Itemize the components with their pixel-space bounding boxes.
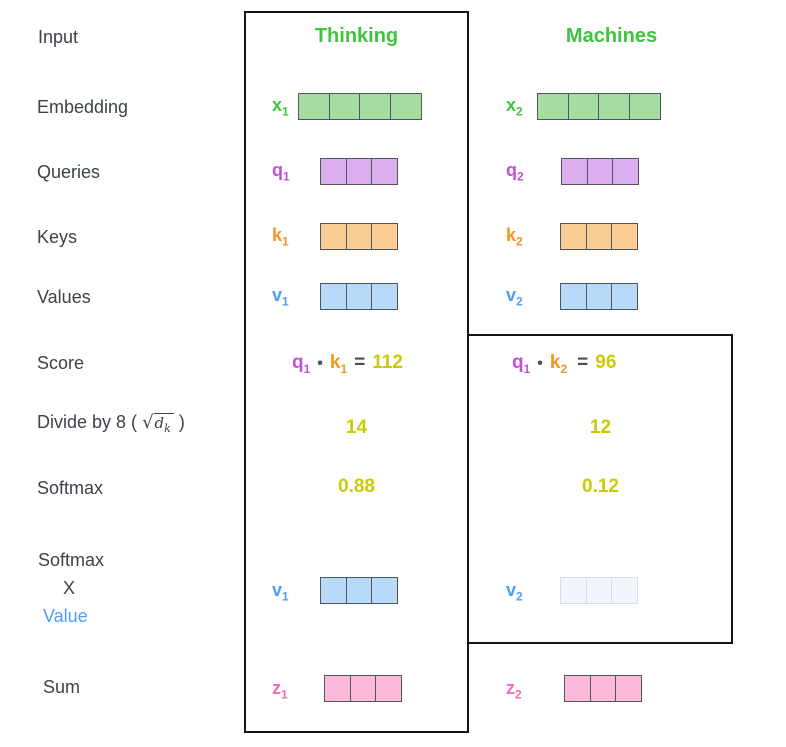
vector-cell (359, 93, 391, 120)
vector-cell (349, 675, 377, 702)
vector-cell (345, 283, 373, 310)
weighted-v1-label: v1 (272, 580, 289, 604)
q2-query-vector (561, 158, 639, 185)
vector-cell (320, 283, 347, 310)
divide-result-2: 12 (589, 417, 612, 438)
k2-label: k2 (506, 225, 523, 249)
weighted-v2-vector-faded (560, 577, 638, 604)
score2-q-term: q1 (512, 352, 531, 376)
z1-sum-vector (324, 675, 402, 702)
vector-cell (298, 93, 330, 120)
vector-cell (371, 223, 398, 250)
vector-cell (560, 577, 587, 604)
row-label-input: Input (38, 27, 79, 47)
score2-equals: = (577, 352, 589, 373)
q2-label: q2 (506, 160, 524, 184)
softmax-result-1: 0.88 (338, 476, 375, 497)
k1-key-vector (320, 223, 398, 250)
z2-sum-vector (564, 675, 642, 702)
vector-cell (328, 93, 361, 120)
vector-cell (537, 93, 569, 120)
column-header-thinking: Thinking (314, 25, 399, 47)
score2-result: 96 (595, 352, 617, 373)
vector-cell (586, 158, 614, 185)
x1-label: x1 (272, 95, 289, 119)
v2-value-vector (560, 283, 638, 310)
row-label-queries: Queries (37, 162, 101, 182)
weighted-v1-vector (320, 577, 398, 604)
vector-cell (371, 577, 398, 604)
z1-label: z1 (272, 678, 288, 702)
row-label-values: Values (37, 287, 91, 307)
vector-cell (371, 158, 398, 185)
divide-result-1: 14 (345, 417, 368, 438)
x2-embedding-vector (537, 93, 661, 120)
vector-cell (320, 223, 347, 250)
vector-cell (371, 283, 398, 310)
vector-cell (320, 158, 347, 185)
row-label-sum: Sum (43, 677, 81, 697)
softmax-result-2: 0.12 (582, 476, 619, 497)
vector-cell (560, 283, 587, 310)
vector-cell (389, 93, 422, 120)
score1-k-term: k1 (329, 352, 348, 376)
k2-key-vector (560, 223, 638, 250)
v2-label: v2 (506, 285, 523, 309)
v1-label: v1 (272, 285, 289, 309)
score-equation-2: q1 • k2 = 96 (512, 352, 616, 376)
vector-cell (598, 93, 630, 120)
vector-cell (585, 223, 613, 250)
score-section-outline-box (467, 334, 733, 644)
vector-cell (611, 223, 638, 250)
row-label-softmax: Softmax (37, 478, 104, 498)
dot-product-icon: • (537, 355, 543, 372)
score1-q-term: q1 (292, 352, 311, 376)
row-label-divide-by-8: Divide by 8 ( √dk ) (37, 412, 185, 435)
vector-cell (628, 93, 661, 120)
q1-label: q1 (272, 160, 290, 184)
vector-cell (611, 283, 638, 310)
vector-cell (615, 675, 642, 702)
dot-product-icon: • (317, 355, 323, 372)
vector-cell (589, 675, 617, 702)
vector-cell (564, 675, 591, 702)
vector-cell (612, 158, 639, 185)
row-label-softmax-x-value-line2: X (63, 578, 76, 598)
vector-cell (375, 675, 402, 702)
z2-label: z2 (506, 678, 522, 702)
vector-cell (324, 675, 351, 702)
radicand-subscript-k: k (164, 422, 171, 435)
row-label-score: Score (37, 353, 85, 373)
row-label-embedding: Embedding (37, 97, 129, 117)
vector-cell (345, 577, 373, 604)
v1-value-vector (320, 283, 398, 310)
score1-equals: = (354, 352, 366, 373)
vector-cell (345, 158, 373, 185)
radical-sign: √ (142, 412, 154, 433)
row-label-softmax-x-value-line1: Softmax (38, 550, 105, 570)
vector-cell (345, 223, 373, 250)
k1-label: k1 (272, 225, 289, 249)
column-header-machines: Machines (565, 25, 658, 47)
vector-cell (585, 577, 613, 604)
score1-result: 112 (372, 352, 403, 373)
vector-cell (567, 93, 600, 120)
q1-query-vector (320, 158, 398, 185)
vector-cell (585, 283, 613, 310)
weighted-v2-label: v2 (506, 580, 523, 604)
x1-embedding-vector (298, 93, 422, 120)
vector-cell (560, 223, 587, 250)
x2-label: x2 (506, 95, 523, 119)
sqrt-dk-formula: √dk (142, 412, 179, 435)
score2-k-term: k2 (549, 352, 568, 376)
vector-cell (611, 577, 638, 604)
vector-cell (561, 158, 588, 185)
vector-cell (320, 577, 347, 604)
divide-prefix: Divide by 8 ( (37, 412, 138, 432)
score-equation-1: q1 • k1 = 112 (292, 352, 403, 376)
divide-suffix: ) (178, 412, 185, 432)
radicand-d: d (154, 414, 165, 432)
row-label-keys: Keys (37, 227, 78, 247)
row-label-softmax-x-value-line3: Value (43, 606, 88, 626)
